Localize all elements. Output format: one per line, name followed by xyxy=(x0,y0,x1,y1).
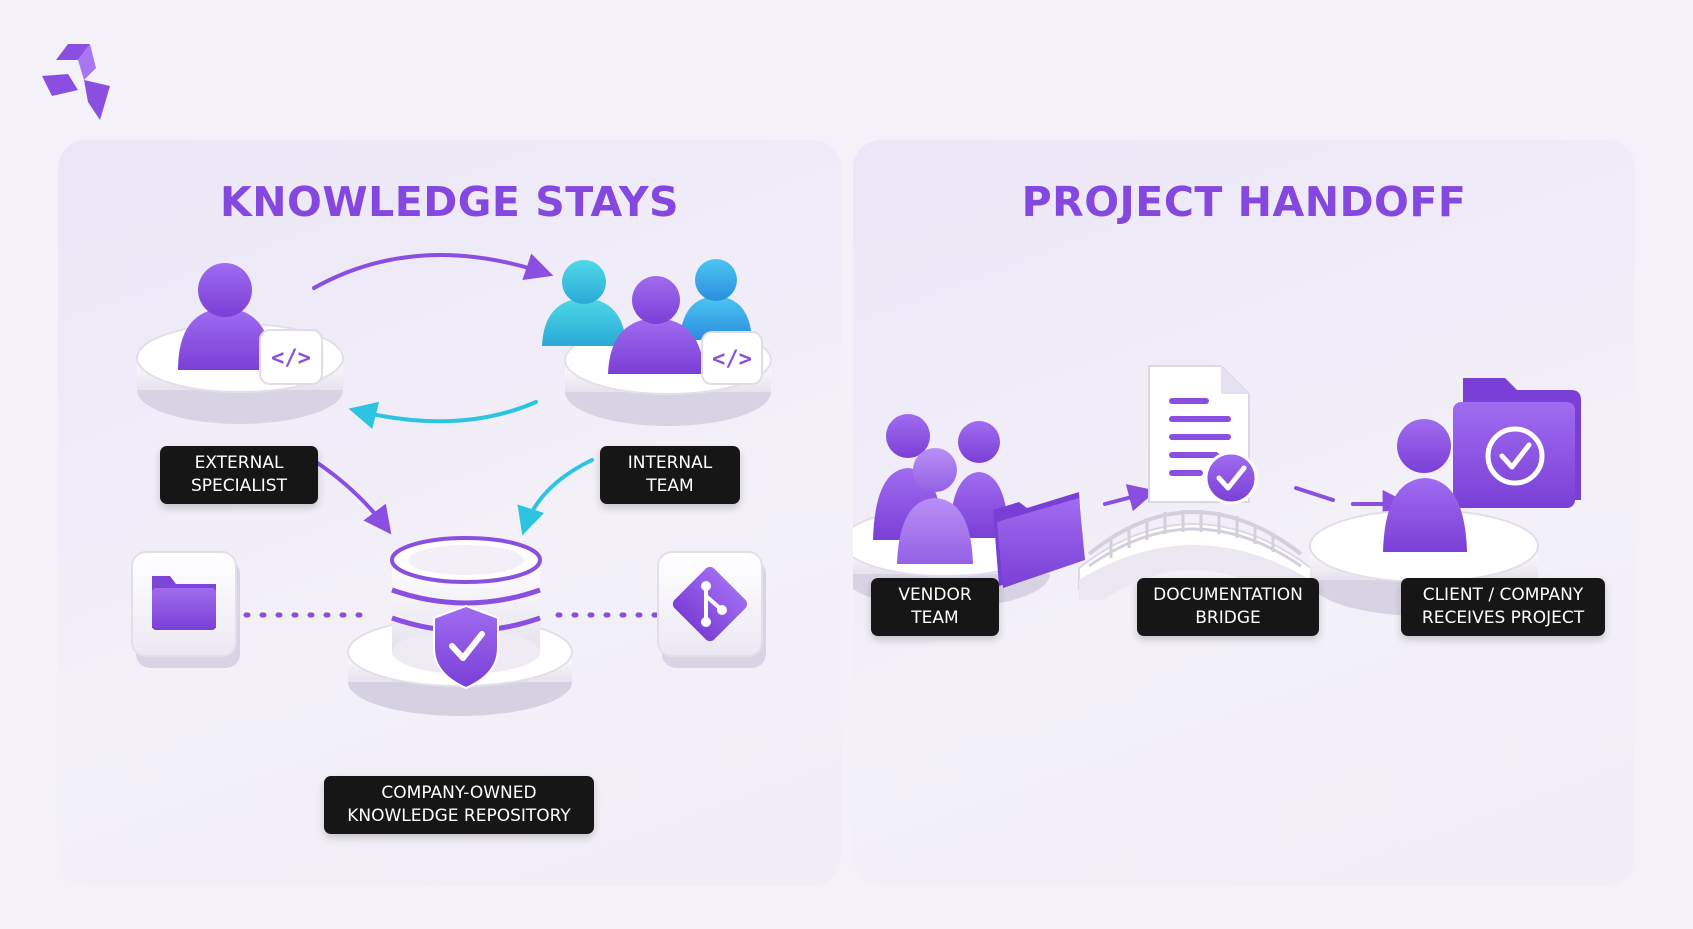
code-icon: </> xyxy=(259,329,323,385)
label-line: KNOWLEDGE REPOSITORY xyxy=(347,806,571,826)
git-branch-icon xyxy=(657,551,766,668)
knowledge-diagram: </> </> xyxy=(131,253,772,716)
label-line: RECEIVES PROJECT xyxy=(1421,608,1585,628)
svg-text:</>: </> xyxy=(712,347,752,372)
person-icon xyxy=(178,263,272,370)
label-line: VENDOR xyxy=(898,585,972,605)
brand-logo-icon xyxy=(42,44,110,120)
label-line: TEAM xyxy=(646,476,694,496)
label-knowledge-repository: COMPANY-OWNED KNOWLEDGE REPOSITORY xyxy=(324,776,594,834)
folder-icon xyxy=(131,551,240,668)
label-line: DOCUMENTATION xyxy=(1153,585,1303,605)
document-check-icon xyxy=(1148,365,1258,505)
arrow-external-to-internal xyxy=(312,253,554,290)
label-line: SPECIALIST xyxy=(191,476,287,496)
arrow-internal-to-repository xyxy=(517,458,594,536)
label-line: INTERNAL xyxy=(627,453,713,473)
internal-team-node: </> xyxy=(542,259,772,426)
svg-text:</>: </> xyxy=(271,346,311,371)
purple-person-icon xyxy=(608,276,704,374)
panel-title-knowledge: KNOWLEDGE STAYS xyxy=(219,178,680,226)
label-line: TEAM xyxy=(911,608,959,628)
label-external-specialist: EXTERNAL SPECIALIST xyxy=(160,446,318,504)
label-documentation-bridge: DOCUMENTATION BRIDGE xyxy=(1137,578,1319,636)
panel-title-handoff: PROJECT HANDOFF xyxy=(1021,178,1467,226)
dash-bridge-to-client xyxy=(1294,486,1335,502)
label-line: COMPANY-OWNED xyxy=(381,783,537,803)
folder-icon xyxy=(993,492,1085,588)
label-internal-team: INTERNAL TEAM xyxy=(600,446,740,504)
code-icon: </> xyxy=(701,331,763,385)
folder-icon xyxy=(1453,378,1581,508)
handoff-diagram xyxy=(853,365,1581,616)
database-shield-icon xyxy=(347,536,573,716)
person-icon xyxy=(897,448,973,564)
project-handoff-panel: PROJECT HANDOFF xyxy=(853,140,1635,886)
arrow-vendor-to-bridge xyxy=(1103,484,1157,512)
blue-person-icon xyxy=(680,259,752,340)
label-line: CLIENT / COMPANY xyxy=(1422,585,1584,605)
label-line: BRIDGE xyxy=(1195,608,1261,628)
arrow-internal-to-external xyxy=(348,400,538,430)
person-icon xyxy=(1383,419,1467,552)
external-specialist-node: </> xyxy=(136,263,344,424)
label-vendor-team: VENDOR TEAM xyxy=(871,578,999,636)
teal-person-icon xyxy=(542,260,626,346)
knowledge-stays-panel: KNOWLEDGE STAYS </> xyxy=(58,140,841,886)
label-line: EXTERNAL xyxy=(194,453,284,473)
label-client-company: CLIENT / COMPANY RECEIVES PROJECT xyxy=(1401,578,1605,636)
arrow-external-to-repository xyxy=(314,460,392,535)
